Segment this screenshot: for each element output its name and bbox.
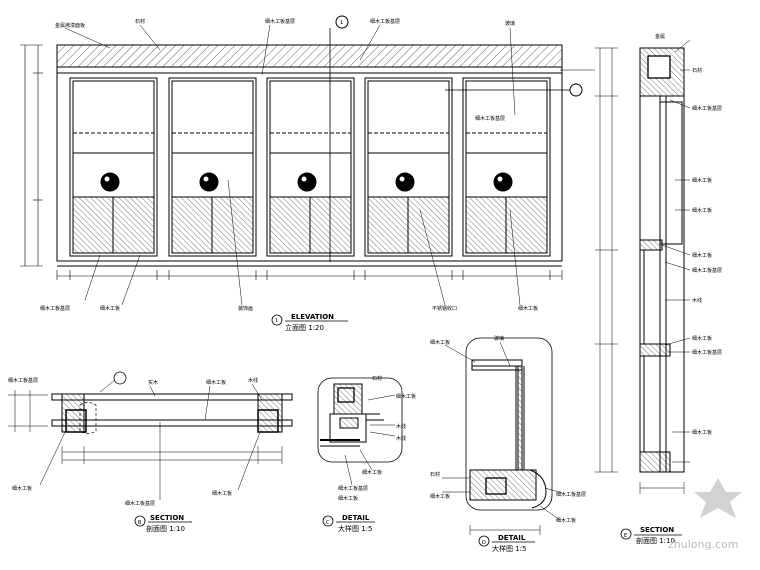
- callout-label: 细木工板基层: [475, 115, 505, 122]
- detail-d-view: [442, 337, 563, 547]
- detail-c-subtitle: 大样图 1:5: [338, 524, 373, 533]
- callout-label: 石材: [430, 471, 440, 478]
- detail-d-subtitle: 大样图 1:5: [492, 544, 527, 553]
- section-e-view: [595, 39, 691, 540]
- section-b-labels: 细木工板基层 实木 细木工板 木线 细木工板 细木工板基层 细木工板: [8, 377, 258, 507]
- detail-c-view: [317, 377, 403, 527]
- callout-label: 细木工板基层: [692, 105, 722, 112]
- callout-label: 细木工板基层: [338, 485, 368, 492]
- callout-label: 细木工板: [212, 490, 232, 497]
- elevation-title: ELEVATION: [291, 313, 334, 321]
- callout-label: 木线: [692, 297, 702, 304]
- elevation-top-labels: 金属烤漆面板 石材 细木工板基层 细木工板基层 玻璃 细木工板基层: [55, 18, 515, 122]
- detail-c-labels: 石材 细木工板 木线 木线 细木工板 细木工板基层 细木工板: [338, 375, 416, 502]
- callout-label: 细木工板基层: [692, 267, 722, 274]
- callout-label: 木线: [248, 377, 258, 384]
- callout-label: 细木工板: [692, 429, 712, 436]
- callout-label: 细木工板基层: [265, 18, 295, 25]
- callout-label: 细木工板: [692, 335, 712, 342]
- section-marker-top: 1: [340, 20, 343, 26]
- callout-label: 细木工板基层: [370, 18, 400, 25]
- section-b-marker: B: [138, 520, 142, 526]
- door-panels: [69, 77, 551, 257]
- callout-label: 木线: [396, 423, 406, 430]
- ornament-medallions: [100, 172, 513, 192]
- detail-c-title: DETAIL: [342, 514, 370, 522]
- detail-d-labels: 细木工板 玻璃 石材 细木工板 细木工板基层 细木工板: [430, 335, 586, 524]
- section-e-title: SECTION: [640, 526, 674, 534]
- section-b-subtitle: 剖面图 1:10: [146, 524, 185, 533]
- callout-label: 细木工板: [362, 469, 382, 476]
- section-e-marker: E: [624, 533, 627, 539]
- callout-label: 金属: [655, 33, 665, 40]
- callout-label: 细木工板基层: [125, 500, 155, 507]
- section-e-subtitle: 剖面图 1:10: [636, 536, 675, 545]
- callout-label: 木线: [396, 435, 406, 442]
- callout-label: 细木工板: [692, 207, 712, 214]
- elevation-view: [20, 15, 595, 326]
- callout-label: 玻璃: [505, 20, 515, 27]
- callout-label: 细木工板基层: [556, 491, 586, 498]
- callout-label: 石材: [692, 67, 702, 74]
- callout-label: 细木工板: [430, 493, 450, 500]
- elevation-bottom-labels: 细木工板基层 细木工板 装饰画 不锈钢收口 细木工板: [40, 305, 538, 312]
- callout-label: 装饰画: [238, 305, 253, 312]
- callout-label: 细木工板: [396, 393, 416, 400]
- callout-label: 细木工板: [338, 495, 358, 502]
- watermark-logo: [694, 478, 742, 518]
- detail-d-title: DETAIL: [498, 534, 526, 542]
- callout-label: 细木工板: [556, 517, 576, 524]
- callout-label: 细木工板: [206, 379, 226, 386]
- section-b-title: SECTION: [150, 514, 184, 522]
- callout-label: 细木工板: [692, 177, 712, 184]
- callout-label: 细木工板: [430, 339, 450, 346]
- elevation-subtitle: 立面图 1:20: [285, 323, 324, 332]
- detail-d-marker: D: [482, 540, 486, 546]
- callout-label: 金属烤漆面板: [55, 22, 85, 29]
- callout-label: 细木工板: [518, 305, 538, 312]
- callout-label: 玻璃: [494, 335, 504, 342]
- callout-label: 细木工板: [692, 252, 712, 259]
- elevation-marker: 1: [275, 318, 278, 324]
- callout-label: 细木工板: [100, 305, 120, 312]
- detail-c-marker: C: [326, 520, 330, 526]
- callout-label: 细木工板: [12, 485, 32, 492]
- callout-label: 石材: [135, 18, 145, 25]
- stone-band: [56, 44, 563, 68]
- callout-label: 石材: [372, 375, 382, 382]
- callout-label: 细木工板基层: [8, 377, 38, 384]
- callout-label: 细木工板基层: [692, 349, 722, 356]
- callout-label: 不锈钢收口: [432, 305, 457, 312]
- callout-label: 实木: [148, 379, 158, 386]
- section-e-labels: 金属 石材 细木工板基层 细木工板 细木工板 细木工板 细木工板基层 木线 细木…: [655, 33, 722, 436]
- section-b-view: [8, 371, 293, 527]
- watermark-text: zhulong.com: [668, 538, 738, 551]
- callout-label: 细木工板基层: [40, 305, 70, 312]
